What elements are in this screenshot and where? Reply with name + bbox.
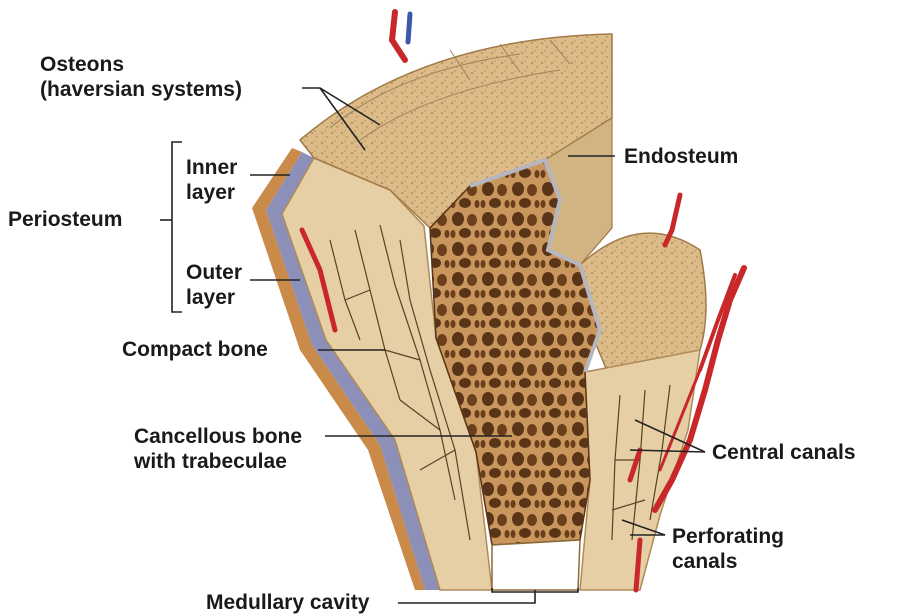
label-perforating-line2: canals	[672, 549, 784, 574]
label-cancellous-line2: with trabeculae	[134, 449, 302, 474]
label-osteons: Osteons (haversian systems)	[40, 52, 242, 102]
label-central-canals: Central canals	[712, 440, 856, 465]
label-perforating-line1: Perforating	[672, 524, 784, 549]
label-outer-layer-line2: layer	[186, 285, 242, 310]
label-periosteum: Periosteum	[8, 207, 122, 232]
label-medullary-cavity: Medullary cavity	[206, 590, 369, 615]
label-inner-layer-line2: layer	[186, 180, 237, 205]
label-inner-layer: Inner layer	[186, 155, 237, 205]
label-inner-layer-line1: Inner	[186, 155, 237, 180]
medullary-cavity-opening	[492, 540, 580, 590]
label-cancellous-bone: Cancellous bone with trabeculae	[134, 424, 302, 474]
label-osteons-line1: Osteons	[40, 52, 242, 77]
label-outer-layer-line1: Outer	[186, 260, 242, 285]
label-outer-layer: Outer layer	[186, 260, 242, 310]
label-cancellous-line1: Cancellous bone	[134, 424, 302, 449]
label-endosteum: Endosteum	[624, 144, 738, 169]
label-osteons-line2: (haversian systems)	[40, 77, 242, 102]
label-compact-bone: Compact bone	[122, 337, 268, 362]
label-perforating-canals: Perforating canals	[672, 524, 784, 574]
